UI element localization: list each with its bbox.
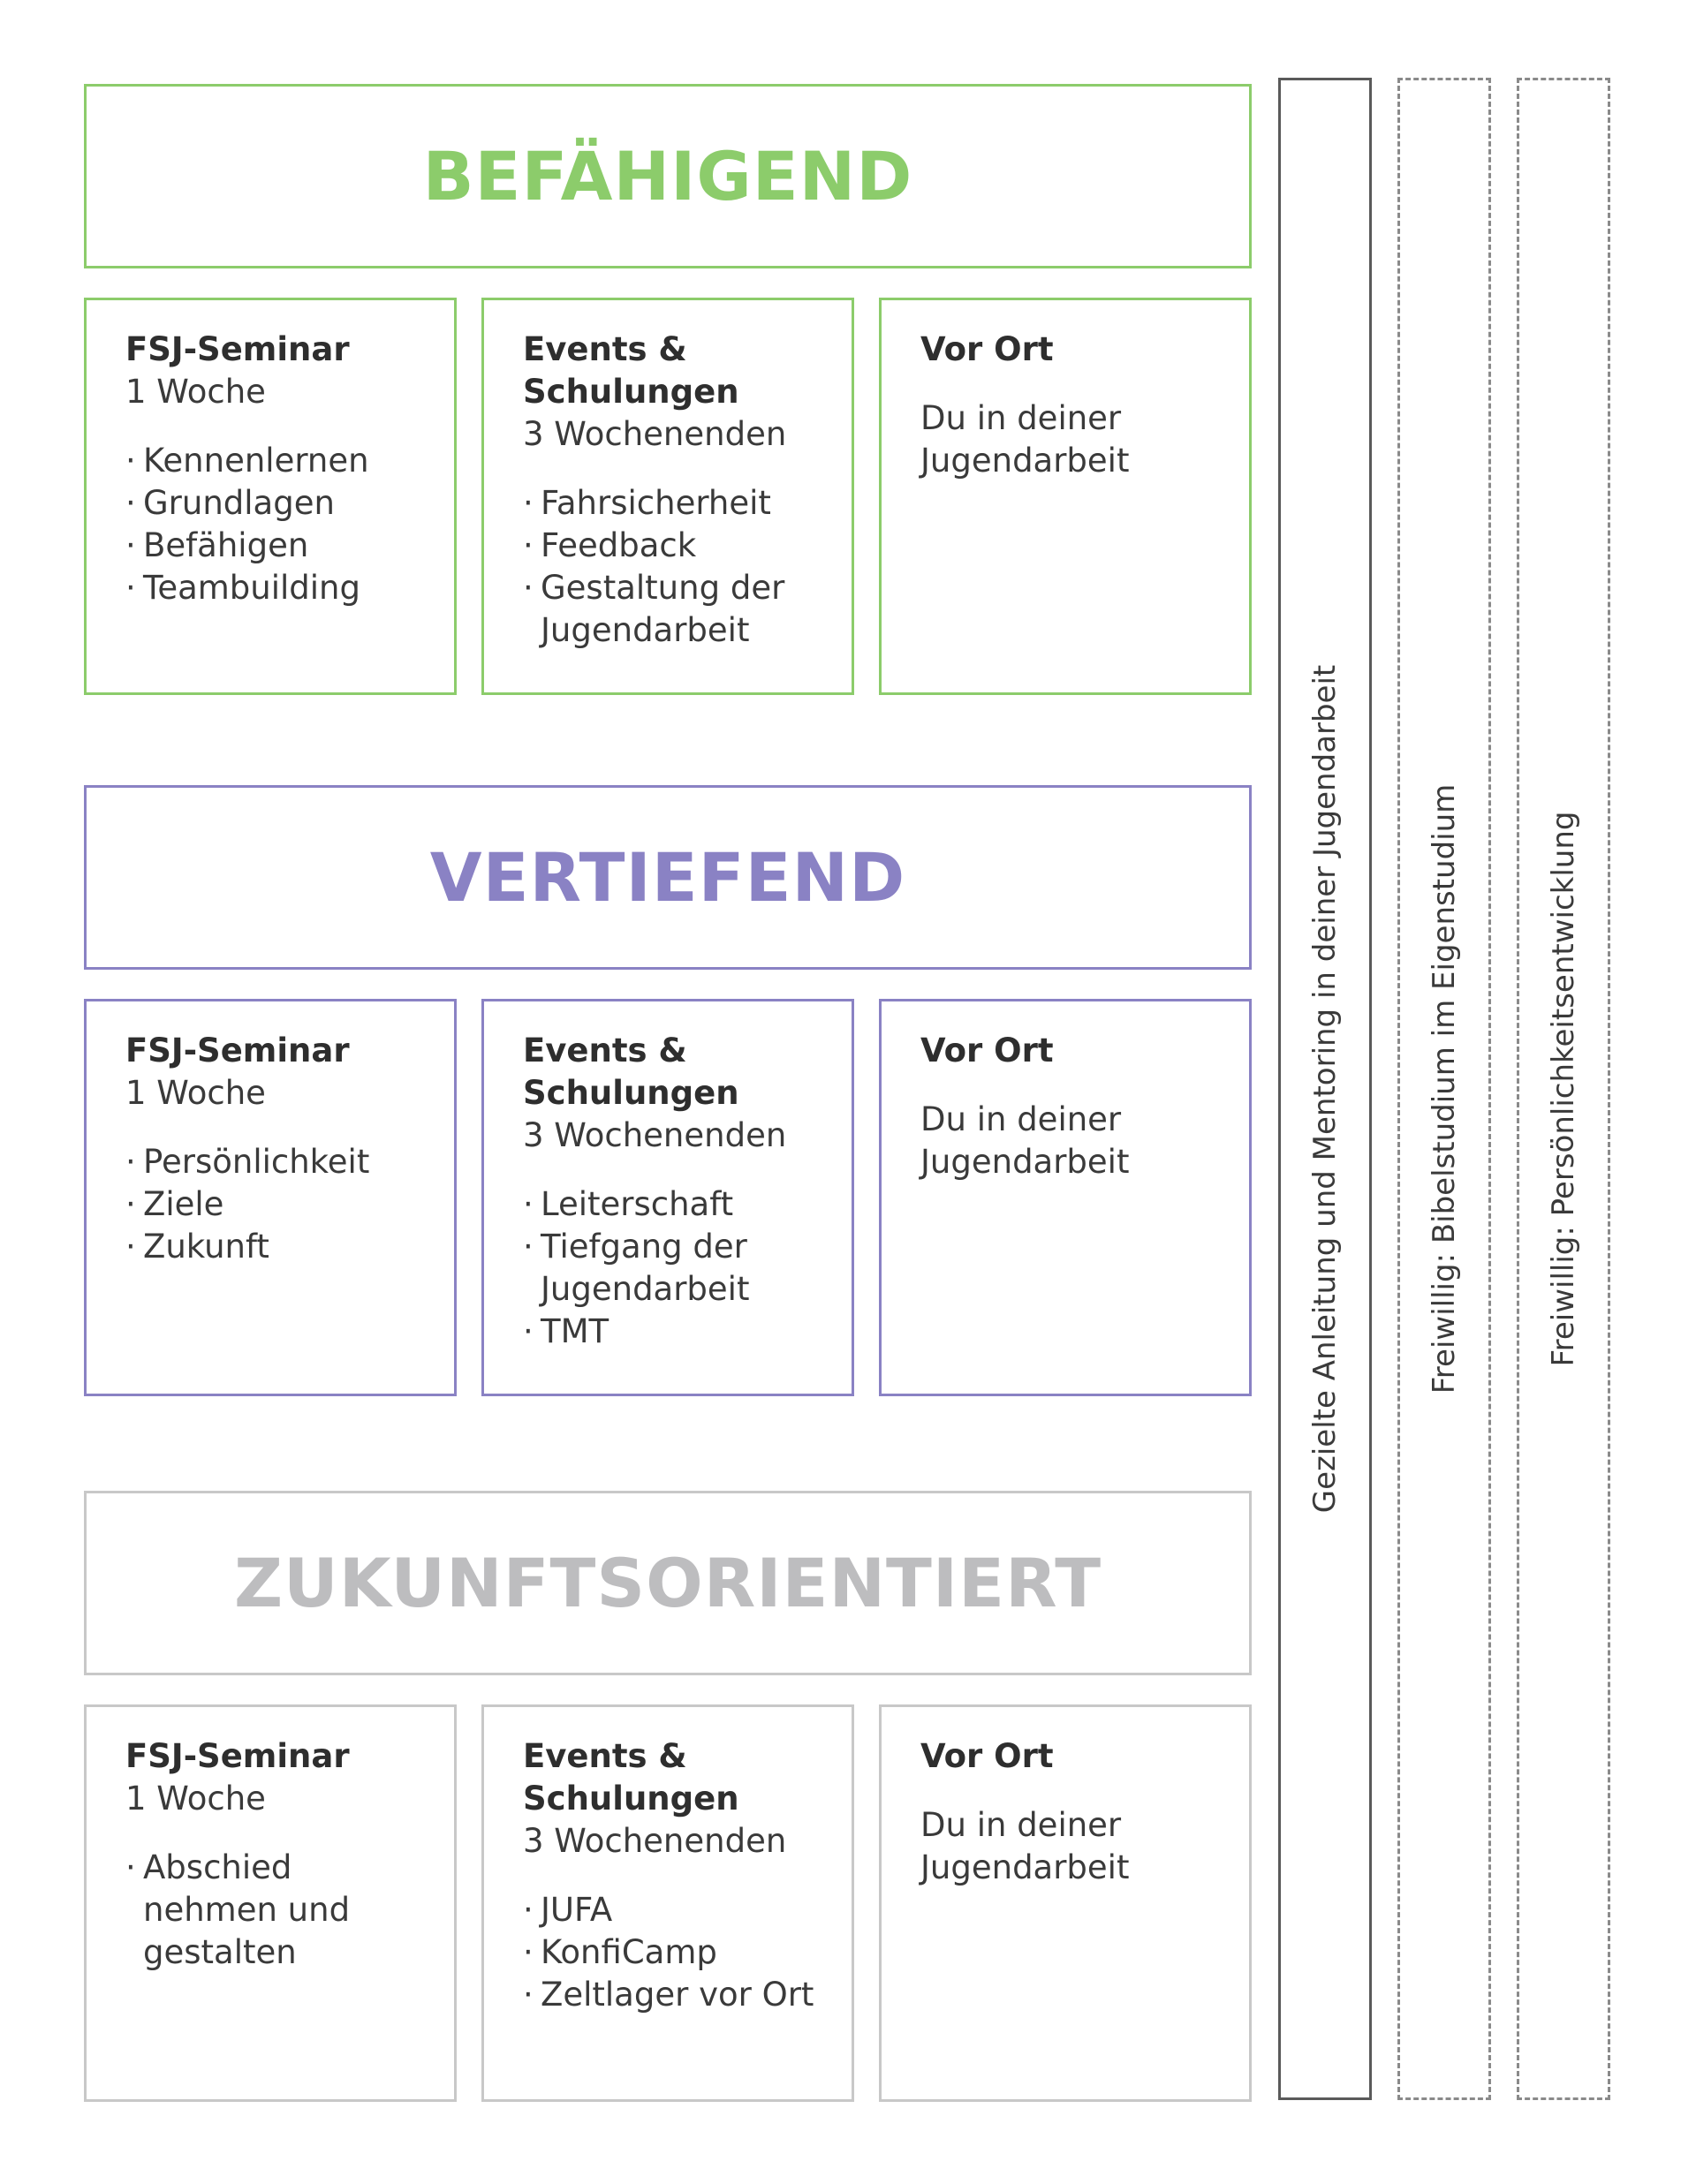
card-title: FSJ-Seminar <box>125 1032 350 1069</box>
phase-header-befaehigend: BEFÄHIGEND <box>84 84 1252 268</box>
phase-header-zukunftsorientiert: ZUKUNFTSORIENTIERT <box>84 1491 1252 1675</box>
list-item: Ziele <box>125 1183 417 1226</box>
card-subtitle: 1 Woche <box>125 373 266 411</box>
list-item: KonfiCamp <box>523 1931 814 1974</box>
card-subtitle: 3 Wochenenden <box>523 415 787 453</box>
card-subtitle: 3 Wochenenden <box>523 1822 787 1860</box>
list-item: Befähigen <box>125 525 417 567</box>
card-title: Vor Ort <box>920 330 1054 368</box>
card-description: Du in deiner Jugendarbeit <box>920 1100 1130 1181</box>
card-item-list: JUFA KonfiCamp Zeltlager vor Ort <box>523 1889 814 2016</box>
card-fsj-seminar: FSJ-Seminar 1 Woche Abschied nehmen und … <box>84 1704 457 2102</box>
column-persoenlichkeitsentwicklung: Freiwillig: Persönlichkeitsentwicklung <box>1517 78 1610 2100</box>
list-item: Fahrsicherheit <box>523 482 814 525</box>
list-item: Kennenlernen <box>125 440 417 482</box>
card-title: Events & Schulungen <box>523 330 739 411</box>
list-item: TMT <box>523 1311 814 1353</box>
list-item: Zukunft <box>125 1226 417 1268</box>
card-item-list: Fahrsicherheit Feedback Gestaltung der J… <box>523 482 814 652</box>
list-item: Gestaltung der Jugendarbeit <box>523 567 814 652</box>
card-fsj-seminar: FSJ-Seminar 1 Woche Kennenlernen Grundla… <box>84 298 457 695</box>
card-description: Du in deiner Jugendarbeit <box>920 399 1130 480</box>
list-item: JUFA <box>523 1889 814 1931</box>
card-events-schulungen: Events & Schulungen 3 Wochenenden Fahrsi… <box>481 298 854 695</box>
card-events-schulungen: Events & Schulungen 3 Wochenenden JUFA K… <box>481 1704 854 2102</box>
phase-title: ZUKUNFTSORIENTIERT <box>233 1544 1102 1622</box>
card-title: Events & Schulungen <box>523 1032 739 1112</box>
card-vor-ort: Vor Ort Du in deiner Jugendarbeit <box>879 999 1252 1396</box>
card-subtitle: 1 Woche <box>125 1780 266 1817</box>
card-item-list: Abschied nehmen und gestalten <box>125 1847 417 1974</box>
card-subtitle: 1 Woche <box>125 1074 266 1112</box>
card-item-list: Kennenlernen Grundlagen Befähigen Teambu… <box>125 440 417 609</box>
column-label: Gezielte Anleitung und Mentoring in dein… <box>1307 664 1343 1514</box>
list-item: Tiefgang der Jugendarbeit <box>523 1226 814 1311</box>
card-description: Du in deiner Jugendarbeit <box>920 1806 1130 1886</box>
card-vor-ort: Vor Ort Du in deiner Jugendarbeit <box>879 298 1252 695</box>
column-bibelstudium: Freiwillig: Bibelstudium im Eigenstudium <box>1397 78 1491 2100</box>
card-subtitle: 3 Wochenenden <box>523 1116 787 1154</box>
list-item: Leiterschaft <box>523 1183 814 1226</box>
card-events-schulungen: Events & Schulungen 3 Wochenenden Leiter… <box>481 999 854 1396</box>
phase-title: VERTIEFEND <box>429 838 906 917</box>
list-item: Zeltlager vor Ort <box>523 1974 814 2016</box>
card-title: FSJ-Seminar <box>125 1737 350 1775</box>
card-title: Vor Ort <box>920 1737 1054 1775</box>
card-title: Events & Schulungen <box>523 1737 739 1817</box>
phase-title: BEFÄHIGEND <box>422 137 913 215</box>
card-item-list: Leiterschaft Tiefgang der Jugendarbeit T… <box>523 1183 814 1353</box>
phase-header-vertiefend: VERTIEFEND <box>84 785 1252 970</box>
column-label: Freiwillig: Persönlichkeitsentwicklung <box>1546 811 1581 1367</box>
list-item: Persönlichkeit <box>125 1141 417 1183</box>
column-mentoring: Gezielte Anleitung und Mentoring in dein… <box>1278 78 1372 2100</box>
list-item: Abschied nehmen und gestalten <box>125 1847 417 1974</box>
list-item: Teambuilding <box>125 567 417 609</box>
card-fsj-seminar: FSJ-Seminar 1 Woche Persönlichkeit Ziele… <box>84 999 457 1396</box>
card-item-list: Persönlichkeit Ziele Zukunft <box>125 1141 417 1268</box>
list-item: Grundlagen <box>125 482 417 525</box>
list-item: Feedback <box>523 525 814 567</box>
card-title: FSJ-Seminar <box>125 330 350 368</box>
card-vor-ort: Vor Ort Du in deiner Jugendarbeit <box>879 1704 1252 2102</box>
column-label: Freiwillig: Bibelstudium im Eigenstudium <box>1427 783 1462 1394</box>
card-title: Vor Ort <box>920 1032 1054 1069</box>
